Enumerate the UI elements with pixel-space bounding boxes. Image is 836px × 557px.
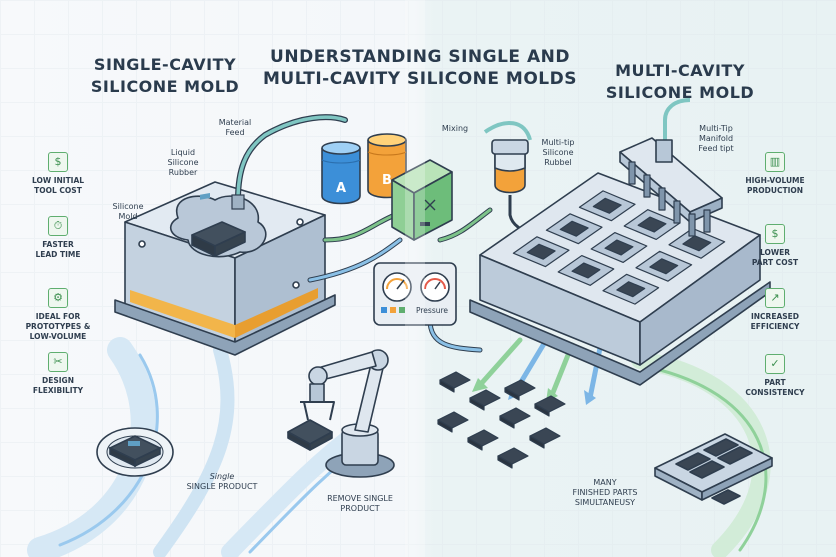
cavity-part: [682, 235, 712, 252]
pressure-panel: [373, 262, 457, 326]
right-flow-arrows: [472, 337, 771, 557]
stopwatch-icon: ⏱: [48, 216, 68, 236]
feature-line: PART COST: [751, 258, 799, 267]
feature-line: CONSISTENCY: [745, 388, 805, 397]
bar-chart-icon: ▥: [765, 152, 785, 172]
manifold-tip: [643, 174, 651, 198]
tools-icon: ✂: [48, 352, 68, 372]
mix-connection-lines: [307, 207, 493, 353]
feature-line: INCREASED: [750, 312, 800, 321]
feature-line: LOWER: [759, 248, 791, 257]
dollar-down-icon: $: [765, 224, 785, 244]
pressure-label: Pressure: [415, 306, 449, 315]
feature-line: LOW INITIAL: [31, 176, 85, 185]
feature-line: FLEXIBILITY: [32, 386, 84, 395]
single-cavity-mold: [114, 181, 336, 356]
left-title: SINGLE-CAVITY SILICONE MOLD: [90, 55, 240, 96]
main-title: UNDERSTANDING SINGLE AND MULTI-CAVITY SI…: [263, 47, 577, 89]
feature-line: EFFICIENCY: [750, 322, 800, 331]
feature-line: PRODUCTION: [746, 186, 804, 195]
feature-line: TOOL COST: [34, 186, 82, 195]
center-divider: [405, 0, 425, 557]
feature-line: FASTER: [42, 240, 74, 249]
mold-cavities: [512, 190, 726, 305]
tank-a-label: A: [335, 181, 347, 196]
manifold-tip: [703, 209, 711, 233]
material-feed-tube: [231, 114, 348, 210]
gears-icon: ⚙: [48, 288, 68, 308]
feature-line: DESIGN: [42, 376, 74, 385]
cavity-part: [649, 258, 679, 275]
feature-line: HIGH-VOLUME: [745, 176, 805, 185]
feature-line: PROTOTYPES &: [25, 322, 91, 331]
mixer-unit: [391, 159, 453, 241]
cavity-part: [637, 216, 667, 233]
mixing-label: Mixing: [441, 124, 469, 133]
tank-a: [321, 141, 361, 205]
manifold-tip: [688, 213, 696, 237]
cavity-part: [592, 197, 622, 214]
manifold-tips: [628, 161, 711, 237]
finished-parts: [437, 371, 566, 469]
cavity-part: [526, 243, 556, 260]
feature-line: IDEAL FOR: [35, 312, 81, 321]
chart-up-icon: ↗: [765, 288, 785, 308]
parts-tray: [654, 433, 773, 505]
manifold-tip: [658, 187, 666, 211]
feature-line: LOW-VOLUME: [29, 332, 87, 341]
robot-arm: [287, 349, 395, 478]
cavity-part: [559, 220, 589, 237]
feature-line: PART: [764, 378, 786, 387]
single-product-label: Single SINGLE PRODUCT: [186, 472, 258, 491]
cavity-part: [571, 262, 601, 279]
right-title: MULTI-CAVITY SILICONE MOLD: [605, 61, 755, 102]
single-product-pad: [96, 427, 174, 477]
manifold-tip: [628, 161, 636, 185]
multi-tip-manifold: [619, 98, 723, 237]
dollar-icon: $: [48, 152, 68, 172]
check-icon: ✓: [765, 354, 785, 374]
cavity-part: [616, 281, 646, 298]
manifold-tip: [673, 200, 681, 224]
cavity-part: [604, 239, 634, 256]
feature-line: LEAD TIME: [35, 250, 81, 259]
tank-b-label: B: [382, 173, 392, 188]
